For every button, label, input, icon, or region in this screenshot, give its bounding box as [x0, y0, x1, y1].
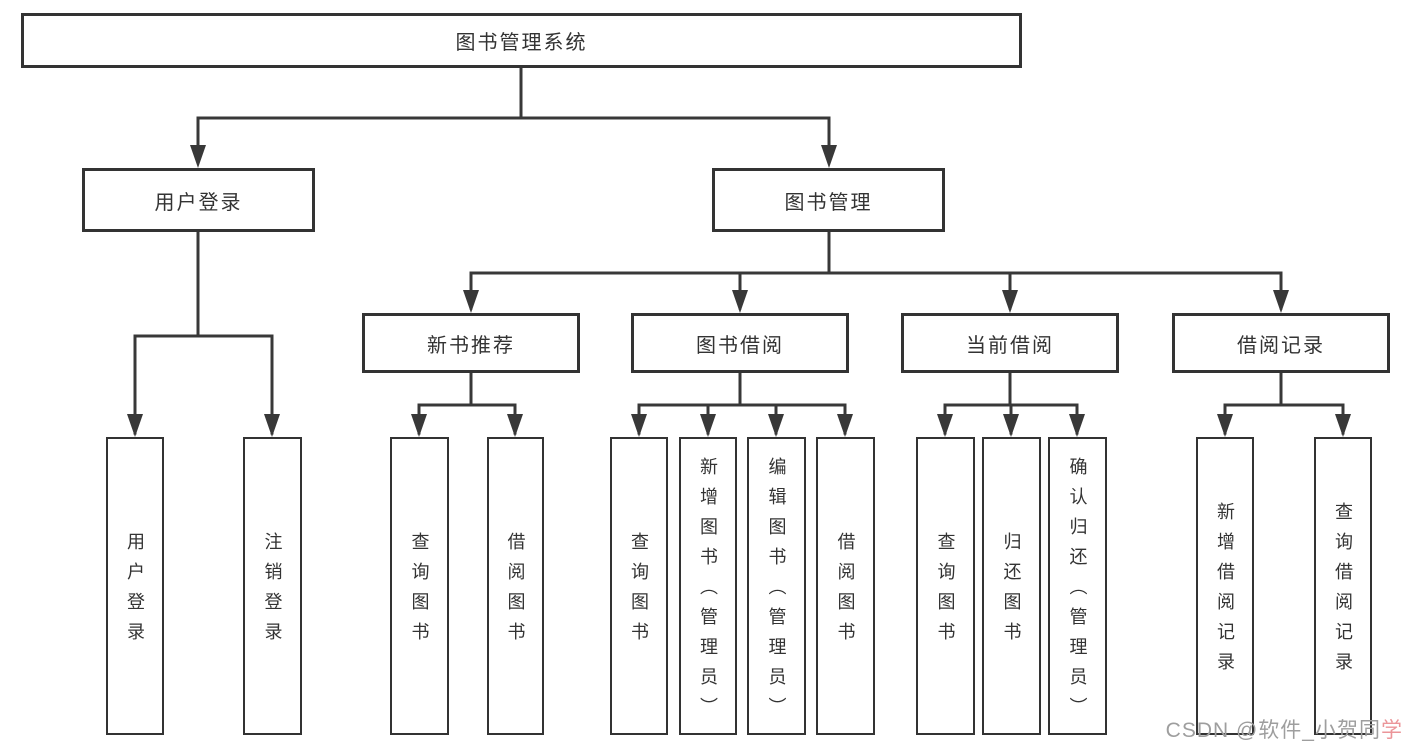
connector-paths	[133, 66, 1345, 435]
leaf-records-query-record-label: 查询借阅记录	[1333, 502, 1353, 682]
leaf-borrow-edit-book-admin: 编辑图书（管理员）	[747, 437, 806, 735]
node-current-borrow: 当前借阅	[901, 313, 1119, 373]
leaf-records-query-record: 查询借阅记录	[1314, 437, 1372, 735]
leaf-user-login: 用户登录	[106, 437, 164, 735]
leaf-records-add-record: 新增借阅记录	[1196, 437, 1254, 735]
leaf-borrow-edit-book-admin-label: 编辑图书（管理员）	[766, 457, 787, 727]
leaf-newrec-query-book-label: 查询图书	[409, 532, 430, 652]
leaf-borrow-add-book-admin: 新增图书（管理员）	[679, 437, 737, 735]
node-user-login: 用户登录	[82, 168, 315, 232]
leaf-newrec-query-book: 查询图书	[390, 437, 449, 735]
node-book-management: 图书管理	[712, 168, 945, 232]
leaf-current-return-book: 归还图书	[982, 437, 1041, 735]
leaf-newrec-borrow-book-label: 借阅图书	[505, 532, 526, 652]
leaf-borrow-borrow-book-label: 借阅图书	[835, 532, 856, 652]
watermark: CSDN @软件_小贺同学	[1166, 714, 1403, 744]
leaf-logout-login-label: 注销登录	[262, 532, 283, 652]
arrowheads	[127, 145, 1351, 437]
leaf-current-return-book-label: 归还图书	[1001, 532, 1022, 652]
leaf-newrec-borrow-book: 借阅图书	[487, 437, 544, 735]
leaf-current-confirm-return-admin: 确认归还（管理员）	[1048, 437, 1107, 735]
node-new-book-recommend: 新书推荐	[362, 313, 580, 373]
watermark-accent: 学	[1381, 719, 1403, 742]
leaf-borrow-borrow-book: 借阅图书	[816, 437, 875, 735]
leaf-logout-login: 注销登录	[243, 437, 302, 735]
leaf-current-confirm-return-admin-label: 确认归还（管理员）	[1067, 457, 1088, 727]
leaf-user-login-label: 用户登录	[125, 532, 145, 652]
leaf-borrow-add-book-admin-label: 新增图书（管理员）	[698, 457, 718, 727]
node-borrow-records: 借阅记录	[1172, 313, 1390, 373]
watermark-text: CSDN @软件_小贺同	[1165, 719, 1381, 742]
leaf-current-query-book: 查询图书	[916, 437, 975, 735]
leaf-borrow-query-book: 查询图书	[610, 437, 668, 735]
leaf-records-add-record-label: 新增借阅记录	[1215, 502, 1235, 682]
node-book-borrow: 图书借阅	[631, 313, 849, 373]
node-root: 图书管理系统	[21, 13, 1022, 68]
leaf-current-query-book-label: 查询图书	[935, 532, 956, 652]
leaf-borrow-query-book-label: 查询图书	[629, 532, 649, 652]
